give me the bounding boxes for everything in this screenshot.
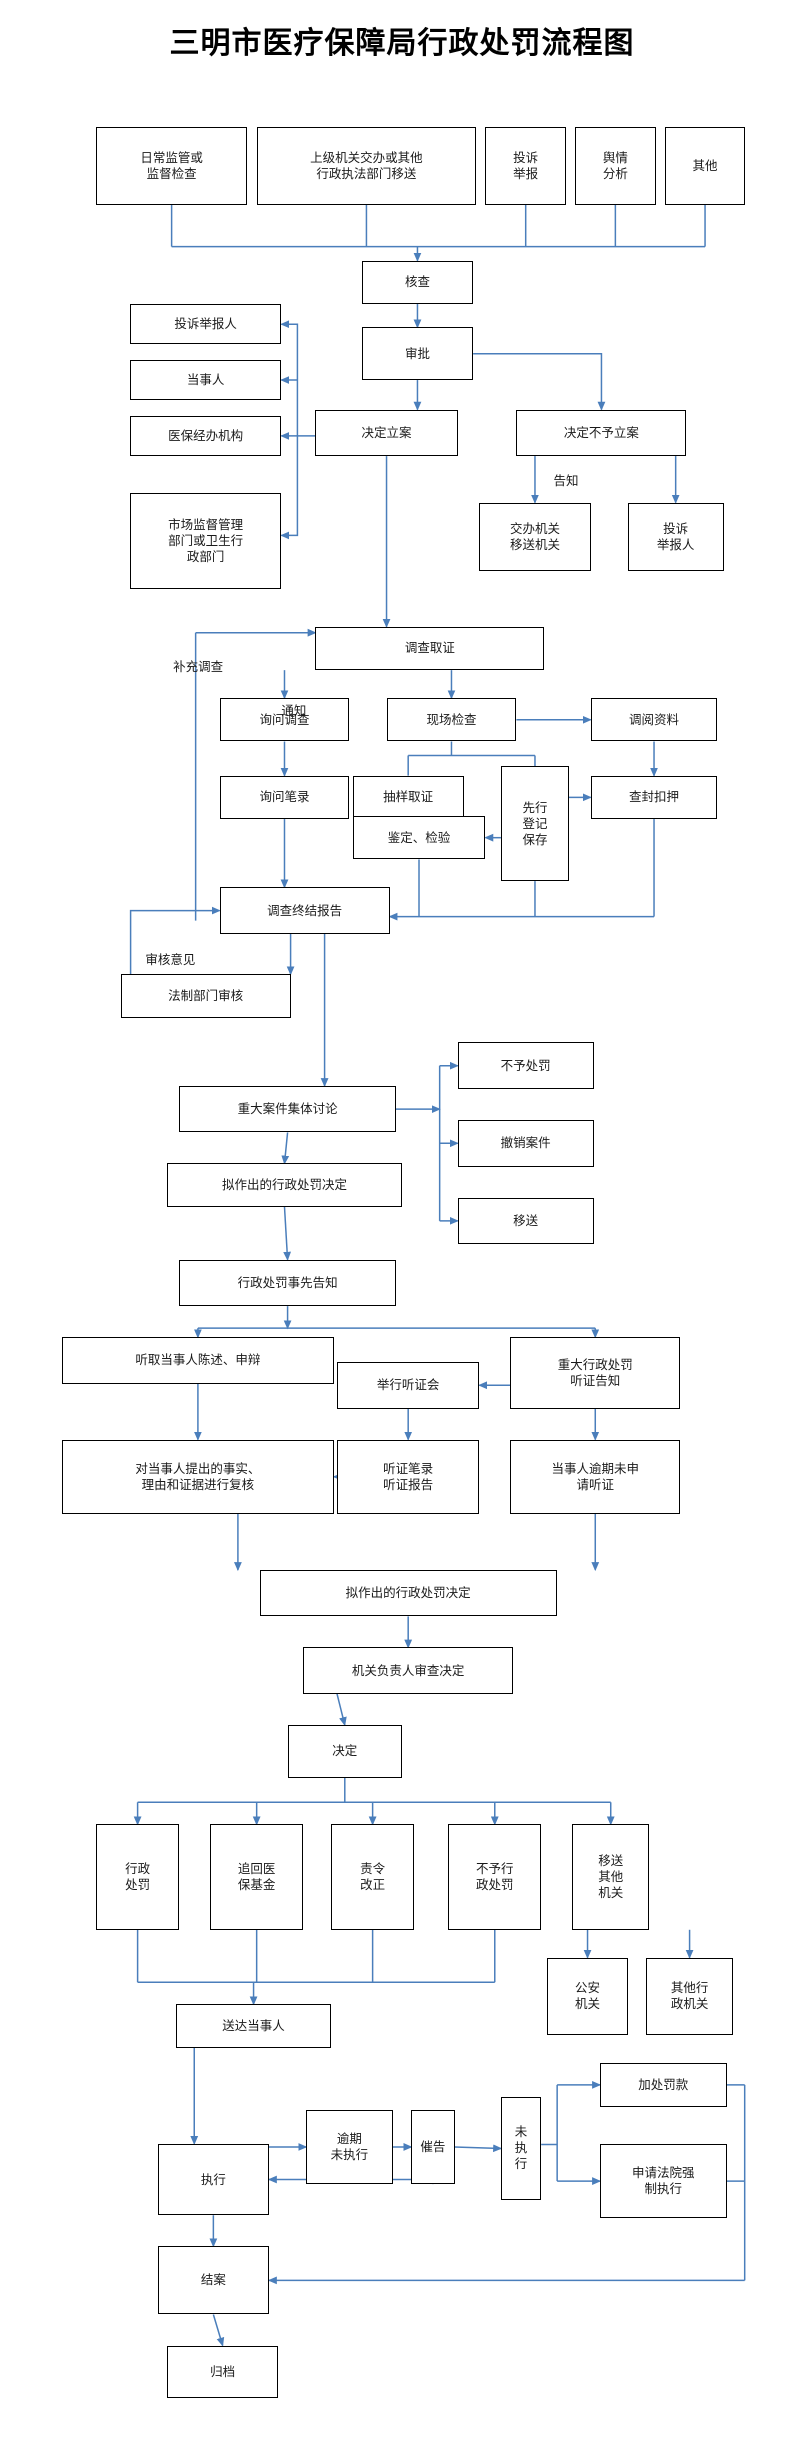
node-xzcf: 行政 处罚 [95, 1824, 180, 1930]
node-xwdc: 询问调查 [219, 698, 350, 742]
node-src4: 舆情 分析 [575, 127, 656, 205]
page-title: 三明市医疗保障局行政处罚流程图 [169, 27, 635, 60]
node-zhixing: 执行 [157, 2143, 270, 2216]
node-xxdjbc: 先行 登记 保存 [500, 766, 569, 882]
node-zlgz: 责令 改正 [330, 1824, 415, 1930]
node-xwbl: 询问笔录 [219, 775, 350, 820]
node-byncf: 不予处罚 [457, 1042, 594, 1089]
node-nzcdxzcfjd1: 拟作出的行政处罚决定 [166, 1163, 402, 1207]
node-dyzl: 调阅资料 [590, 698, 718, 742]
node-zdxzcftzgz: 重大行政处罚 听证告知 [510, 1337, 681, 1409]
node-src2: 上级机关交办或其他 行政执法部门移送 [256, 127, 477, 205]
node-yqwzx: 逾期 未执行 [306, 2109, 393, 2185]
edge-label-gaozhi: 告知 [553, 474, 579, 489]
node-dczjbg: 调查终结报告 [219, 887, 390, 934]
node-shenpi: 审批 [361, 327, 474, 381]
node-jdla: 决定立案 [315, 409, 458, 457]
node-src3: 投诉 举报 [485, 127, 566, 205]
node-ysqtjg: 移送 其他 机关 [572, 1824, 650, 1930]
edge-label-tongzhi: 通知 [281, 703, 307, 718]
node-jdjy: 鉴定、检验 [352, 815, 486, 860]
node-src1: 日常监管或 监督检查 [95, 127, 248, 205]
node-hecha: 核查 [361, 260, 474, 305]
node-dcqz: 调查取证 [315, 626, 545, 671]
node-jueding: 决定 [287, 1725, 402, 1778]
node-sqfyqzzx: 申请法院强 制执行 [599, 2143, 727, 2219]
node-jbjg: 交办机关 移送机关 [479, 502, 591, 571]
node-zhybjj: 追回医 保基金 [210, 1824, 304, 1930]
node-xcjc: 现场检查 [386, 698, 517, 742]
node-jgfzrshjd: 机关负责人审查决定 [303, 1647, 514, 1694]
node-jxtzh: 举行听证会 [337, 1362, 480, 1409]
node-tsjbr2: 投诉 举报人 [627, 502, 724, 571]
edge-label-buchongdiaocha: 补充调查 [173, 660, 224, 675]
node-qtxzjg: 其他行 政机关 [646, 1957, 733, 2036]
node-cyqz: 抽样取证 [352, 775, 464, 820]
node-sddsr: 送达当事人 [176, 2004, 331, 2048]
node-byxzcf: 不予行 政处罚 [448, 1824, 542, 1930]
node-nzcdxzcfjd2: 拟作出的行政处罚决定 [259, 1569, 557, 1617]
node-jdbyla: 决定不予立案 [516, 409, 687, 457]
node-ybjbjg: 医保经办机构 [129, 415, 282, 457]
node-src5: 其他 [664, 127, 746, 205]
node-fzbmsh: 法制部门审核 [120, 974, 291, 1018]
node-dsryqwsq: 当事人逾期未申 请听证 [510, 1439, 681, 1515]
node-zdajjttl: 重大案件集体讨论 [179, 1085, 396, 1133]
node-scjdbm: 市场监督管理 部门或卫生行 政部门 [129, 493, 282, 590]
node-gajg: 公安 机关 [547, 1957, 628, 2036]
node-cfkya: 查封扣押 [590, 775, 718, 820]
node-jccfk: 加处罚款 [599, 2063, 727, 2107]
node-cuigao: 催告 [411, 2109, 455, 2185]
node-tzbltzbg: 听证笔录 听证报告 [337, 1439, 480, 1515]
node-jiean: 结案 [157, 2246, 270, 2315]
node-dsr: 当事人 [129, 359, 282, 401]
node-guidang: 归档 [166, 2345, 279, 2399]
node-tqdsr: 听取当事人陈述、申辩 [61, 1337, 334, 1384]
node-cxaj: 撤销案件 [457, 1120, 594, 1167]
node-ys: 移送 [457, 1197, 594, 1245]
node-wzx: 未 执 行 [500, 2097, 542, 2200]
node-tsjbr1: 投诉举报人 [129, 304, 282, 345]
node-dsrfuhe: 对当事人提出的事实、 理由和证据进行复核 [61, 1439, 334, 1515]
edge-label-shenheyijian: 审核意见 [145, 953, 196, 968]
node-xzcfsxgz: 行政处罚事先告知 [179, 1259, 396, 1307]
